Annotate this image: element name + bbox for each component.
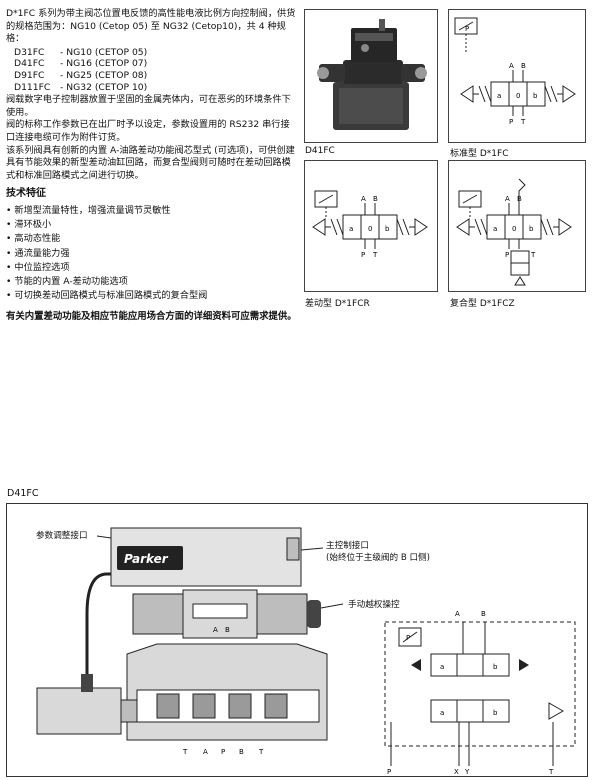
feature-item: 中位监控选项: [6, 261, 298, 275]
svg-text:B: B: [373, 195, 378, 203]
brand-logo: Parker: [124, 552, 169, 566]
features-list: 新增型流量特性，增强流量调节灵敏性 滞环极小 高动态性能 通流量能力强 中位监控…: [6, 204, 298, 303]
features-title: 技术特征: [6, 188, 46, 200]
svg-text:b: b: [493, 709, 498, 717]
svg-text:Y: Y: [464, 768, 470, 776]
valve-cross-section-drawing: Parker A B T A P B T P: [36, 527, 576, 776]
svg-text:T: T: [530, 251, 536, 259]
differential-caption: 差动型 D*1FCR: [305, 299, 370, 309]
svg-text:B: B: [239, 748, 244, 756]
svg-text:b: b: [529, 225, 534, 233]
svg-text:a: a: [493, 225, 497, 233]
model-item: D111FC- NG32 (CETOP 10): [14, 81, 148, 93]
valve-photo-frame: [304, 9, 438, 143]
svg-text:T: T: [182, 748, 188, 756]
feature-item: 高动态性能: [6, 232, 298, 246]
svg-text:A: A: [203, 748, 208, 756]
svg-text:T: T: [372, 251, 378, 259]
intro-paragraph-4: 该系列阀具有创新的内置 A-油路差动功能阀芯型式 (可选项)，可供创建具有节能效…: [6, 144, 295, 181]
model-item: D41FC- NG16 (CETOP 07): [14, 58, 148, 70]
svg-text:T: T: [548, 768, 554, 776]
feature-item: 可切换差动回路模式与标准回路模式的复合型阀: [6, 289, 298, 303]
feature-item: 通流量能力强: [6, 247, 298, 261]
callout-param-port: 参数调整接口: [36, 531, 88, 541]
model-list: D31FC- NG10 (CETOP 05) D41FC- NG16 (CETO…: [14, 47, 298, 93]
differential-symbol: a 0 b A B P T: [312, 190, 428, 259]
drawing-frame: Parker A B T A P B T P: [6, 503, 588, 777]
svg-text:b: b: [493, 663, 498, 671]
svg-text:A: A: [509, 62, 514, 70]
standard-symbol: P a 0 b A B P T: [454, 17, 576, 126]
svg-text:a: a: [497, 92, 501, 100]
svg-text:B: B: [225, 626, 230, 634]
differential-symbol-frame: a 0 b A B P T: [304, 160, 438, 292]
svg-text:0: 0: [368, 225, 372, 233]
svg-text:A: A: [505, 195, 510, 203]
valve-photo: [317, 19, 427, 130]
intro-paragraph-2: 阀载数字电子控制器放置于坚固的金属壳体内，可在恶劣的环境条件下使用。: [6, 94, 291, 118]
feature-item: 滞环极小: [6, 218, 298, 232]
svg-text:P: P: [387, 768, 391, 776]
svg-text:a: a: [349, 225, 353, 233]
standard-symbol-frame: P a 0 b A B P T: [448, 9, 586, 143]
svg-text:X: X: [454, 768, 459, 776]
svg-text:P: P: [361, 251, 365, 259]
model-item: D31FC- NG10 (CETOP 05): [14, 46, 148, 58]
standard-caption: 标准型 D*1FC: [450, 149, 509, 159]
svg-text:A: A: [213, 626, 218, 634]
svg-text:T: T: [258, 748, 264, 756]
intro-text: D*1FC 系列为带主阀芯位置电反馈的高性能电液比例方向控制阀，供货的规格范围为…: [6, 8, 298, 324]
callout-manual-override: 手动越权操控: [348, 600, 400, 610]
svg-text:P: P: [465, 25, 469, 33]
svg-text:T: T: [520, 118, 526, 126]
model-item: D91FC- NG25 (CETOP 08): [14, 69, 148, 81]
svg-text:0: 0: [512, 225, 516, 233]
svg-text:A: A: [455, 610, 460, 618]
svg-text:A: A: [361, 195, 366, 203]
svg-text:a: a: [440, 709, 444, 717]
features-note: 有关内置差动功能及相应节能应用场合方面的详细资料可应需求提供。: [6, 311, 297, 323]
feature-item: 节能的内置 A-差动功能选项: [6, 275, 298, 289]
combination-symbol: a 0 b A B P T: [456, 178, 572, 286]
feature-item: 新增型流量特性，增强流量调节灵敏性: [6, 204, 298, 218]
callout-main-port: 主控制接口: [326, 541, 369, 551]
intro-paragraph-1: D*1FC 系列为带主阀芯位置电反馈的高性能电液比例方向控制阀，供货的规格范围为…: [6, 8, 296, 45]
drawing-section-title: D41FC: [7, 488, 39, 499]
svg-text:P: P: [505, 251, 509, 259]
svg-text:b: b: [385, 225, 390, 233]
combination-symbol-frame: a 0 b A B P T: [448, 160, 586, 292]
svg-text:B: B: [481, 610, 486, 618]
svg-text:B: B: [521, 62, 526, 70]
intro-paragraph-3: 阀的标称工作参数已在出厂时予以设定，参数设置用的 RS232 串行接口连接电缆可…: [6, 119, 290, 143]
photo-caption: D41FC: [305, 146, 335, 156]
svg-text:a: a: [440, 663, 444, 671]
svg-text:P: P: [406, 634, 410, 642]
combination-caption: 复合型 D*1FCZ: [450, 299, 515, 309]
callout-main-port-note: (始终位于主级阀的 B 口侧): [326, 553, 431, 563]
svg-text:P: P: [509, 118, 513, 126]
svg-text:P: P: [221, 748, 225, 756]
svg-text:b: b: [533, 92, 538, 100]
svg-text:0: 0: [516, 92, 520, 100]
